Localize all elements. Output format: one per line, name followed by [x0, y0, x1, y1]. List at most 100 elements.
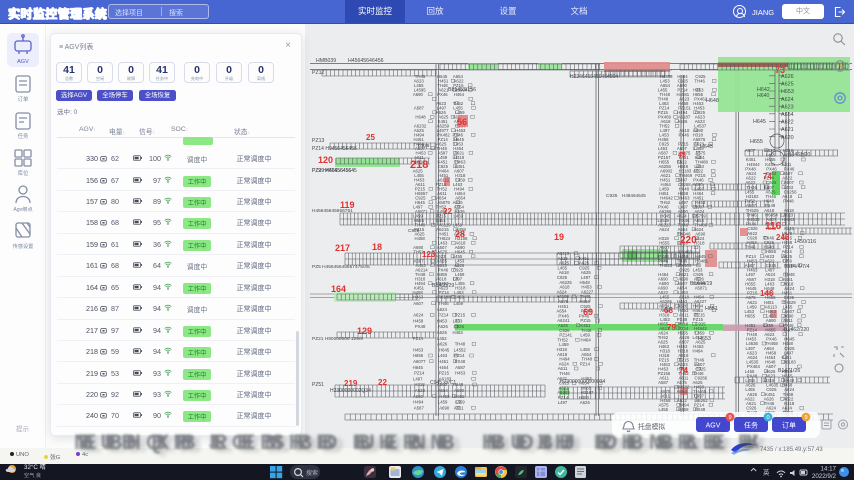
svg-text:AGV: AGV — [706, 423, 721, 430]
svg-text:A607: A607 — [454, 169, 465, 174]
svg-text:PZ12: PZ12 — [312, 70, 325, 76]
svg-text:H655: H655 — [659, 160, 670, 165]
svg-text:A587: A587 — [414, 259, 425, 264]
svg-text:A611: A611 — [454, 405, 464, 410]
svg-text:C926: C926 — [747, 226, 758, 231]
svg-text:C925: C925 — [695, 322, 706, 327]
svg-text:H645: H645 — [413, 365, 424, 370]
svg-text:A621: A621 — [559, 385, 570, 390]
svg-text:L463: L463 — [438, 241, 448, 246]
svg-text:H6557: H6557 — [415, 191, 428, 196]
svg-text:A607: A607 — [784, 309, 795, 314]
svg-text:B1460/29: B1460/29 — [432, 283, 454, 289]
svg-text:A622: A622 — [783, 396, 794, 401]
svg-text:H6488: H6488 — [660, 74, 673, 79]
svg-text:A623: A623 — [438, 286, 449, 291]
svg-text:L459: L459 — [438, 400, 448, 405]
svg-text:H463: H463 — [693, 344, 704, 349]
svg-text:PZ15: PZ15 — [580, 318, 591, 323]
svg-text:PX469: PX469 — [658, 115, 672, 120]
svg-text:C925: C925 — [695, 110, 706, 115]
svg-text:A623: A623 — [765, 373, 776, 378]
svg-text:H655: H655 — [782, 369, 793, 374]
svg-text:A623: A623 — [764, 332, 775, 337]
svg-text:H648: H648 — [764, 286, 775, 291]
svg-text:H2300000002Q34: H2300000002Q34 — [330, 388, 371, 394]
svg-text:A654: A654 — [438, 388, 449, 393]
svg-text:TH46: TH46 — [746, 212, 757, 217]
svg-text:K451: K451 — [438, 160, 449, 165]
svg-text:A622: A622 — [746, 176, 757, 181]
svg-text:H655: H655 — [745, 314, 756, 319]
svg-text:H318: H318 — [659, 236, 670, 241]
svg-text:H453: H453 — [747, 258, 758, 263]
svg-text:A6113: A6113 — [765, 304, 778, 309]
svg-text:C9268: C9268 — [678, 182, 691, 187]
svg-text:A621: A621 — [438, 88, 449, 93]
svg-text:PZ141: PZ141 — [559, 333, 572, 338]
svg-text:A654: A654 — [677, 286, 688, 291]
svg-text:L497: L497 — [453, 277, 463, 282]
svg-text:A622: A622 — [693, 169, 704, 174]
svg-text:H458: H458 — [783, 341, 794, 346]
svg-text:C925: C925 — [766, 180, 777, 185]
svg-text:68: 68 — [664, 306, 673, 315]
svg-text:H458: H458 — [456, 227, 467, 232]
svg-text:H458: H458 — [437, 272, 448, 277]
svg-text:A622: A622 — [677, 160, 688, 165]
svg-text:H451: H451 — [438, 359, 449, 364]
svg-text:TH46: TH46 — [694, 79, 705, 84]
svg-text:C926: C926 — [693, 272, 704, 277]
svg-text:TH52: TH52 — [678, 371, 689, 376]
svg-text:H458: H458 — [766, 350, 777, 355]
svg-text:PZ14: PZ14 — [747, 327, 758, 332]
svg-text:L497: L497 — [765, 268, 775, 273]
svg-text:H655: H655 — [659, 241, 670, 246]
svg-text:TH48: TH48 — [436, 146, 447, 151]
svg-text:PZ15: PZ15 — [678, 142, 689, 147]
svg-text:C925: C925 — [678, 79, 689, 84]
svg-text:H494: H494 — [414, 133, 425, 138]
svg-text:A6223: A6223 — [658, 223, 671, 228]
svg-text:H645: H645 — [415, 200, 426, 205]
svg-text:C925: C925 — [415, 196, 426, 201]
svg-text:PZ15: PZ15 — [436, 214, 447, 219]
svg-text:PX48: PX48 — [455, 359, 466, 364]
svg-text:L459: L459 — [559, 342, 569, 347]
svg-text:119: 119 — [340, 200, 355, 210]
svg-text:L4977: L4977 — [437, 128, 450, 133]
svg-text:A624: A624 — [437, 307, 448, 312]
svg-text:C925: C925 — [580, 304, 591, 309]
svg-text:TH48: TH48 — [747, 332, 758, 337]
svg-text:PZ14: PZ14 — [439, 290, 450, 295]
svg-text:A623: A623 — [436, 101, 447, 106]
svg-text:任务: 任务 — [744, 421, 758, 430]
svg-text:H318: H318 — [783, 148, 794, 153]
svg-text:L453: L453 — [660, 79, 670, 84]
svg-text:PZ156: PZ156 — [658, 371, 671, 376]
svg-text:TH48: TH48 — [455, 342, 466, 347]
svg-text:A626: A626 — [745, 383, 756, 388]
svg-text:A618: A618 — [783, 281, 794, 286]
svg-text:C925: C925 — [695, 367, 706, 372]
svg-text:PX48: PX48 — [765, 203, 776, 208]
svg-text:K451: K451 — [414, 286, 425, 291]
svg-text:TH48: TH48 — [783, 392, 794, 397]
svg-text:PZ14: PZ14 — [677, 88, 688, 93]
svg-text:14:17: 14:17 — [821, 466, 837, 473]
svg-text:PX464: PX464 — [678, 263, 692, 268]
svg-text:A607: A607 — [745, 148, 756, 153]
svg-text:订单: 订单 — [782, 421, 796, 430]
svg-text:H451: H451 — [693, 196, 704, 201]
svg-text:A621: A621 — [454, 151, 465, 156]
svg-text:PX48: PX48 — [745, 166, 756, 171]
svg-text:A625: A625 — [782, 254, 793, 259]
svg-text:A621: A621 — [781, 127, 794, 133]
svg-text:TH48: TH48 — [437, 83, 448, 88]
svg-text:H645: H645 — [782, 235, 793, 240]
svg-text:A607: A607 — [679, 340, 690, 345]
svg-text:PX46: PX46 — [453, 133, 464, 138]
svg-text:A626: A626 — [765, 148, 776, 153]
svg-text:PZ14: PZ14 — [414, 371, 425, 376]
svg-text:L497: L497 — [765, 222, 775, 227]
